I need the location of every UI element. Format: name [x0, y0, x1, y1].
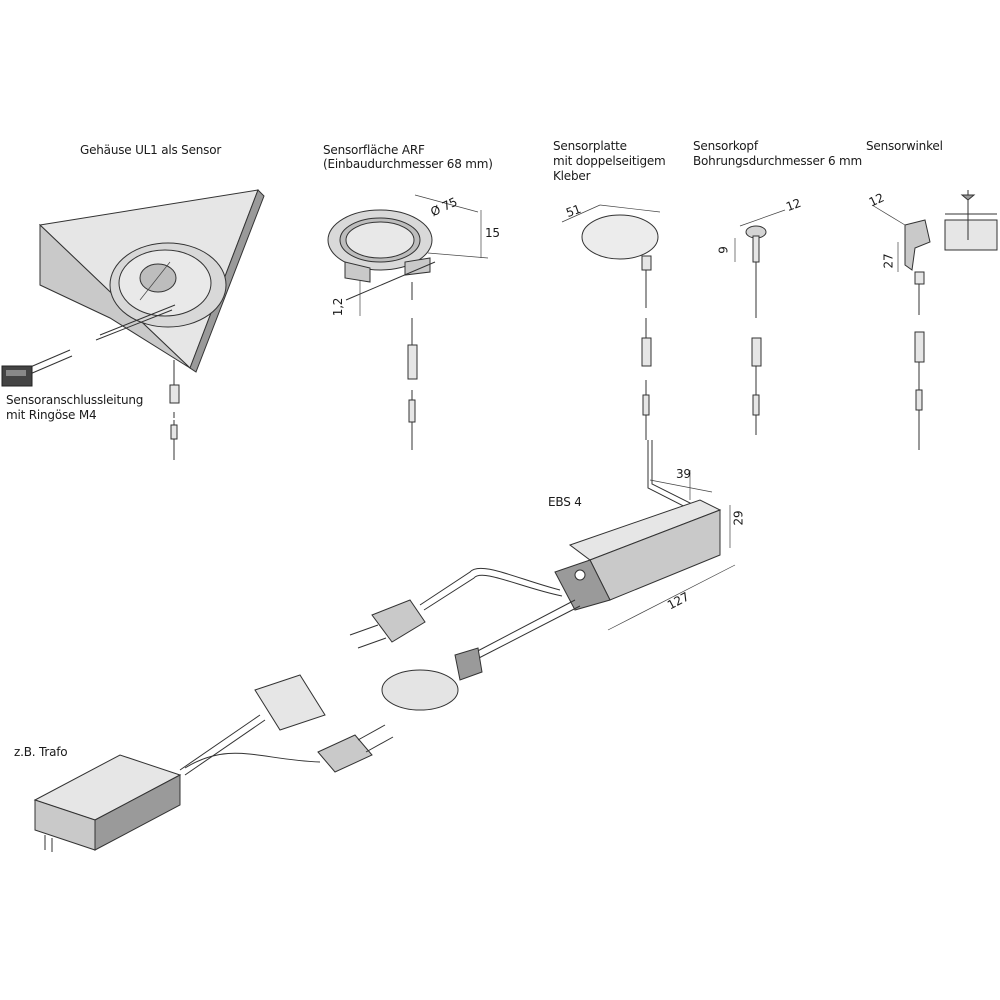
label-plate-line2: mit doppelseitigem — [553, 154, 666, 168]
dim-bracket-height: 27 — [881, 253, 896, 269]
label-ebs4: EBS 4 — [548, 495, 582, 509]
mains-plug-lower — [184, 724, 394, 773]
sensor-head — [734, 209, 786, 435]
label-trafo: z.B. Trafo — [14, 745, 68, 759]
dim-ebs-height: 29 — [731, 510, 746, 526]
label-arf-line1: Sensorfläche ARF — [323, 143, 425, 157]
label-arf-line2: (Einbaudurchmesser 68 mm) — [323, 157, 493, 171]
distributor-box — [179, 674, 326, 776]
label-cable-line1: Sensoranschlussleitung — [6, 393, 144, 407]
sensor-plate — [561, 204, 721, 523]
label-plate-line1: Sensorplatte — [553, 139, 627, 153]
ul1-cable — [169, 360, 180, 460]
dim-head-height: 9 — [716, 246, 731, 254]
label-plate-line3: Kleber — [553, 169, 591, 183]
ul1-housing — [38, 189, 265, 373]
socket-lower — [381, 599, 581, 711]
label-ul1-housing: Gehäuse UL1 als Sensor — [80, 143, 222, 157]
dim-ebs-depth: 39 — [676, 467, 691, 481]
label-head-line2: Bohrungsdurchmesser 6 mm — [693, 154, 863, 168]
label-head-line1: Sensorkopf — [693, 139, 758, 153]
dim-arf-thickness: 1,2 — [331, 297, 346, 317]
screw-mount — [944, 190, 998, 251]
dim-arf-height: 15 — [485, 226, 500, 240]
mains-plug-upper — [349, 567, 563, 649]
arf-sensor-surface — [327, 194, 489, 450]
ebs4-unit — [554, 470, 736, 631]
label-cable-line2: mit Ringöse M4 — [6, 408, 97, 422]
ring-eye-cable — [1, 349, 73, 387]
sensor-bracket — [871, 204, 931, 450]
trafo-unit — [33, 754, 182, 852]
label-bracket: Sensorwinkel — [866, 139, 943, 153]
